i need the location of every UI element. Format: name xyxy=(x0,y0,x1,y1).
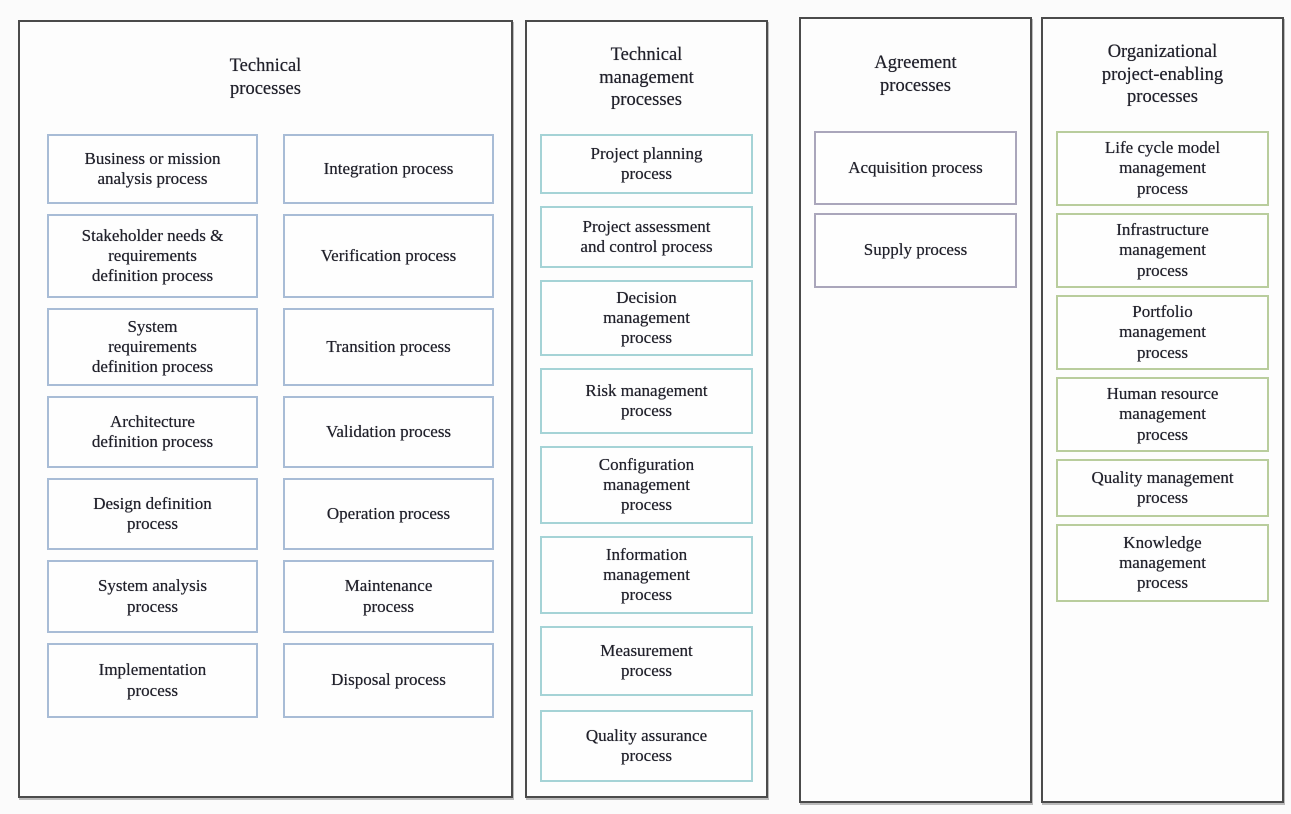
process-box: Validation process xyxy=(283,396,494,468)
process-box: Disposal process xyxy=(283,643,494,718)
panel-title-agreement-processes: Agreement processes xyxy=(874,53,957,96)
process-box: Business or mission analysis process xyxy=(47,134,258,204)
process-box: Transition process xyxy=(283,308,494,386)
panel-technical-management-processes: Technical management processes Project p… xyxy=(525,20,768,798)
panel-organizational-project-enabling-processes: Organizational project-enabling processe… xyxy=(1041,17,1284,803)
panel-technical-processes: Technical processes Business or mission … xyxy=(18,20,513,798)
process-box: Integration process xyxy=(283,134,494,204)
process-box: Decision management process xyxy=(540,280,753,356)
panel-title-technical-management-processes: Technical management processes xyxy=(599,45,694,111)
process-box: Operation process xyxy=(283,478,494,550)
process-box: Project planning process xyxy=(540,134,753,194)
process-box: System requirements definition process xyxy=(47,308,258,386)
process-box: Verification process xyxy=(283,214,494,298)
process-box: Quality management process xyxy=(1056,459,1269,517)
process-box: Design definition process xyxy=(47,478,258,550)
process-box: Information management process xyxy=(540,536,753,614)
process-box: Configuration management process xyxy=(540,446,753,524)
process-box: Implementation process xyxy=(47,643,258,718)
process-box: Life cycle model management process xyxy=(1056,131,1269,206)
process-box: Project assessment and control process xyxy=(540,206,753,268)
panel-title-organizational-project-enabling-processes: Organizational project-enabling processe… xyxy=(1101,42,1224,108)
process-box: Risk management process xyxy=(540,368,753,434)
process-box: Portfolio management process xyxy=(1056,295,1269,370)
panel-title-technical-processes: Technical processes xyxy=(229,56,302,99)
process-box: Measurement process xyxy=(540,626,753,696)
process-box: Human resource management process xyxy=(1056,377,1269,452)
process-box: Knowledge management process xyxy=(1056,524,1269,602)
process-box: Infrastructure management process xyxy=(1056,213,1269,288)
process-box: Stakeholder needs & requirements definit… xyxy=(47,214,258,298)
process-box: System analysis process xyxy=(47,560,258,633)
process-box: Architecture definition process xyxy=(47,396,258,468)
process-box: Maintenance process xyxy=(283,560,494,633)
process-box: Supply process xyxy=(814,213,1017,288)
process-box: Acquisition process xyxy=(814,131,1017,205)
process-box: Quality assurance process xyxy=(540,710,753,782)
